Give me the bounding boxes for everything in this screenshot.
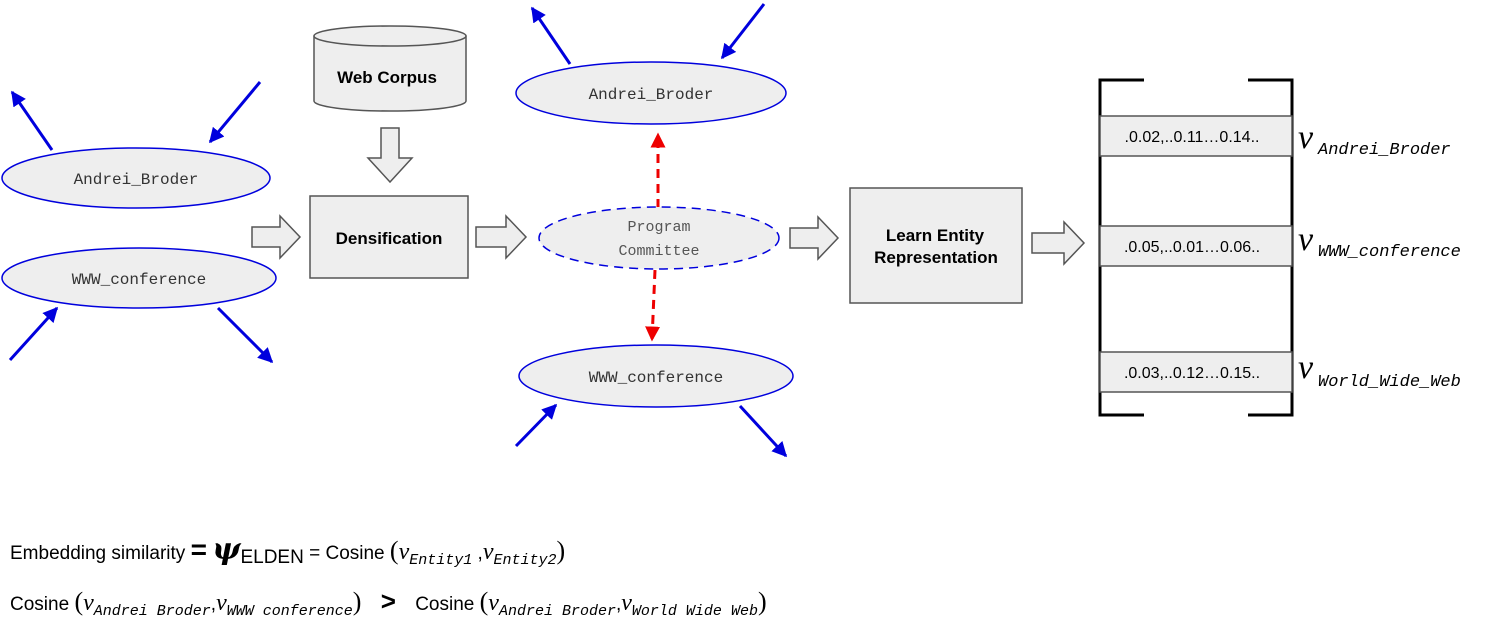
vector-symbol: v <box>1298 119 1314 156</box>
embedding-matrix: .0.02,..0.11…0.14.. v Andrei_Broder .0.0… <box>1098 78 1461 417</box>
block-arrow-right <box>1031 220 1086 266</box>
edge-arrow <box>8 306 59 362</box>
vector-subscript: World_Wide_Web <box>1318 373 1461 392</box>
similarity-comparison: Cosine (vAndrei Broder,vWWW conference) … <box>10 586 767 620</box>
vector-values: .0.05,..0.01…0.06.. <box>1124 239 1260 256</box>
edge-arrow <box>720 3 766 60</box>
block-arrow-right <box>475 214 528 260</box>
comma: , <box>210 594 217 615</box>
similarity-definition: Embedding similarity = ψELDEN = Cosine (… <box>10 532 566 569</box>
cosine-label: = Cosine <box>309 543 385 564</box>
block-arrow-right <box>789 215 840 261</box>
open-paren: ( <box>389 536 399 565</box>
edge-arrow <box>216 306 274 364</box>
cosine-label: Cosine <box>10 594 70 615</box>
left-graph-edges <box>8 81 274 364</box>
densification-box: Densification <box>309 195 469 279</box>
edge-arrow <box>208 81 262 144</box>
vector-subscript: Andrei_Broder <box>1317 141 1451 160</box>
node-label: Committee <box>618 243 699 260</box>
block-arrow-right <box>251 214 302 260</box>
node-label: WWW_conference <box>72 271 206 289</box>
vector-values: .0.03,..0.12…0.15.. <box>1124 365 1260 382</box>
learn-entity-box: Learn Entity Representation <box>849 187 1023 304</box>
dashed-edge-arrow <box>645 269 661 342</box>
node-label: WWW_conference <box>589 369 723 387</box>
close-paren: ) <box>556 536 566 565</box>
middle-graph-edges <box>514 3 788 458</box>
psi-symbol: ψ <box>212 532 241 567</box>
learn-label-line1: Learn Entity <box>886 226 985 245</box>
comma: , <box>477 543 483 564</box>
edge-arrow <box>738 404 788 458</box>
program-committee-edges <box>645 132 666 342</box>
vector-symbol: v <box>1298 349 1314 386</box>
middle-node-program-committee: Program Committee <box>538 206 780 270</box>
middle-node-www: WWW_conference <box>518 344 794 408</box>
equals-sign: = <box>190 534 207 565</box>
matrix-row: .0.05,..0.01…0.06.. v WWW_conference <box>1099 221 1461 267</box>
vector-subscript: Entity2 <box>493 552 557 569</box>
vector-values: .0.02,..0.11…0.14.. <box>1125 129 1260 146</box>
node-label: Andrei_Broder <box>589 86 714 104</box>
close-paren: ) <box>757 587 767 616</box>
open-paren: ( <box>74 587 84 616</box>
vector-subscript: WWW conference <box>226 603 353 620</box>
edge-arrow <box>530 6 572 65</box>
vector-symbol: v <box>488 590 499 616</box>
matrix-row: .0.03,..0.12…0.15.. v World_Wide_Web <box>1099 349 1461 393</box>
vector-subscript: World Wide Web <box>631 603 758 620</box>
middle-node-andrei: Andrei_Broder <box>515 61 787 125</box>
comma: , <box>615 594 622 615</box>
vector-subscript: Andrei Broder <box>93 603 211 620</box>
edge-arrow <box>514 403 558 448</box>
node-label: Program <box>627 219 690 236</box>
vector-subscript: Entity1 <box>409 552 473 569</box>
formula-label: Embedding similarity <box>10 543 186 564</box>
vector-subscript: Andrei Broder <box>498 603 616 620</box>
open-paren: ( <box>479 587 489 616</box>
matrix-row: .0.02,..0.11…0.14.. v Andrei_Broder <box>1099 115 1451 160</box>
learn-label-line2: Representation <box>874 248 998 267</box>
web-corpus-label: Web Corpus <box>337 68 437 87</box>
edge-arrow <box>10 90 54 151</box>
vector-subscript: WWW_conference <box>1318 243 1461 262</box>
block-arrow-down <box>366 127 414 184</box>
vector-symbol: v <box>482 539 494 565</box>
vector-symbol: v <box>216 590 227 616</box>
vector-symbol: v <box>1298 221 1314 258</box>
psi-subscript: ELDEN <box>240 547 304 568</box>
web-corpus-cylinder: Web Corpus <box>313 25 467 112</box>
node-label: Andrei_Broder <box>74 171 199 189</box>
greater-than: > <box>380 586 396 616</box>
left-node-www: WWW_conference <box>1 247 277 309</box>
close-paren: ) <box>352 587 362 616</box>
densification-label: Densification <box>336 229 443 248</box>
cosine-label: Cosine <box>415 594 475 615</box>
vector-symbol: v <box>621 590 632 616</box>
left-node-andrei: Andrei_Broder <box>1 147 271 209</box>
vector-symbol: v <box>83 590 94 616</box>
vector-symbol: v <box>398 539 410 565</box>
